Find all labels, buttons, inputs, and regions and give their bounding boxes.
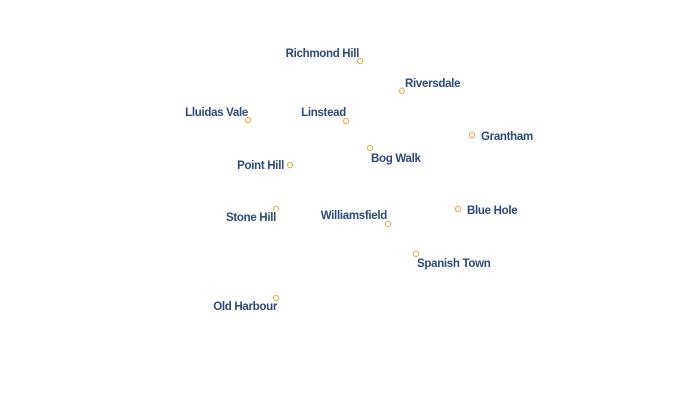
place-stone-hill[interactable]: Stone Hill [224,205,280,226]
place-marker [356,57,364,65]
place-marker [454,205,462,213]
place-label: Linstead [301,107,346,119]
place-lluidas-vale[interactable]: Lluidas Vale [184,106,252,124]
place-label: Bog Walk [371,153,421,165]
place-marker [342,117,350,125]
place-marker [398,87,406,95]
place-label: Williamsfield [321,210,388,222]
place-bog-walk[interactable]: Bog Walk [366,144,423,167]
place-grantham[interactable]: Grantham [468,130,535,145]
place-label: Grantham [481,131,533,143]
place-label: Lluidas Vale [185,107,248,119]
place-label: Old Harbour [213,301,278,313]
place-williamsfield[interactable]: Williamsfield [319,209,392,228]
place-label: Stone Hill [226,212,276,224]
place-blue-hole[interactable]: Blue Hole [454,204,519,219]
place-old-harbour[interactable]: Old Harbour [212,294,280,315]
place-riversdale[interactable]: Riversdale [398,77,462,95]
place-spanish-town[interactable]: Spanish Town [412,250,493,272]
place-marker [468,131,476,139]
place-linstead[interactable]: Linstead [300,106,350,125]
place-marker [272,205,280,213]
place-marker [286,161,294,169]
place-label: Spanish Town [417,258,491,270]
place-marker [272,294,280,302]
place-marker [412,250,420,258]
place-label: Blue Hole [467,205,517,217]
place-marker [244,116,252,124]
place-label: Richmond Hill [286,48,360,60]
place-label: Riversdale [405,78,460,90]
place-marker [366,144,374,152]
place-richmond-hill[interactable]: Richmond Hill [284,47,364,65]
place-label: Point Hill [237,160,284,172]
place-point-hill[interactable]: Point Hill [236,159,294,174]
place-marker [384,220,392,228]
